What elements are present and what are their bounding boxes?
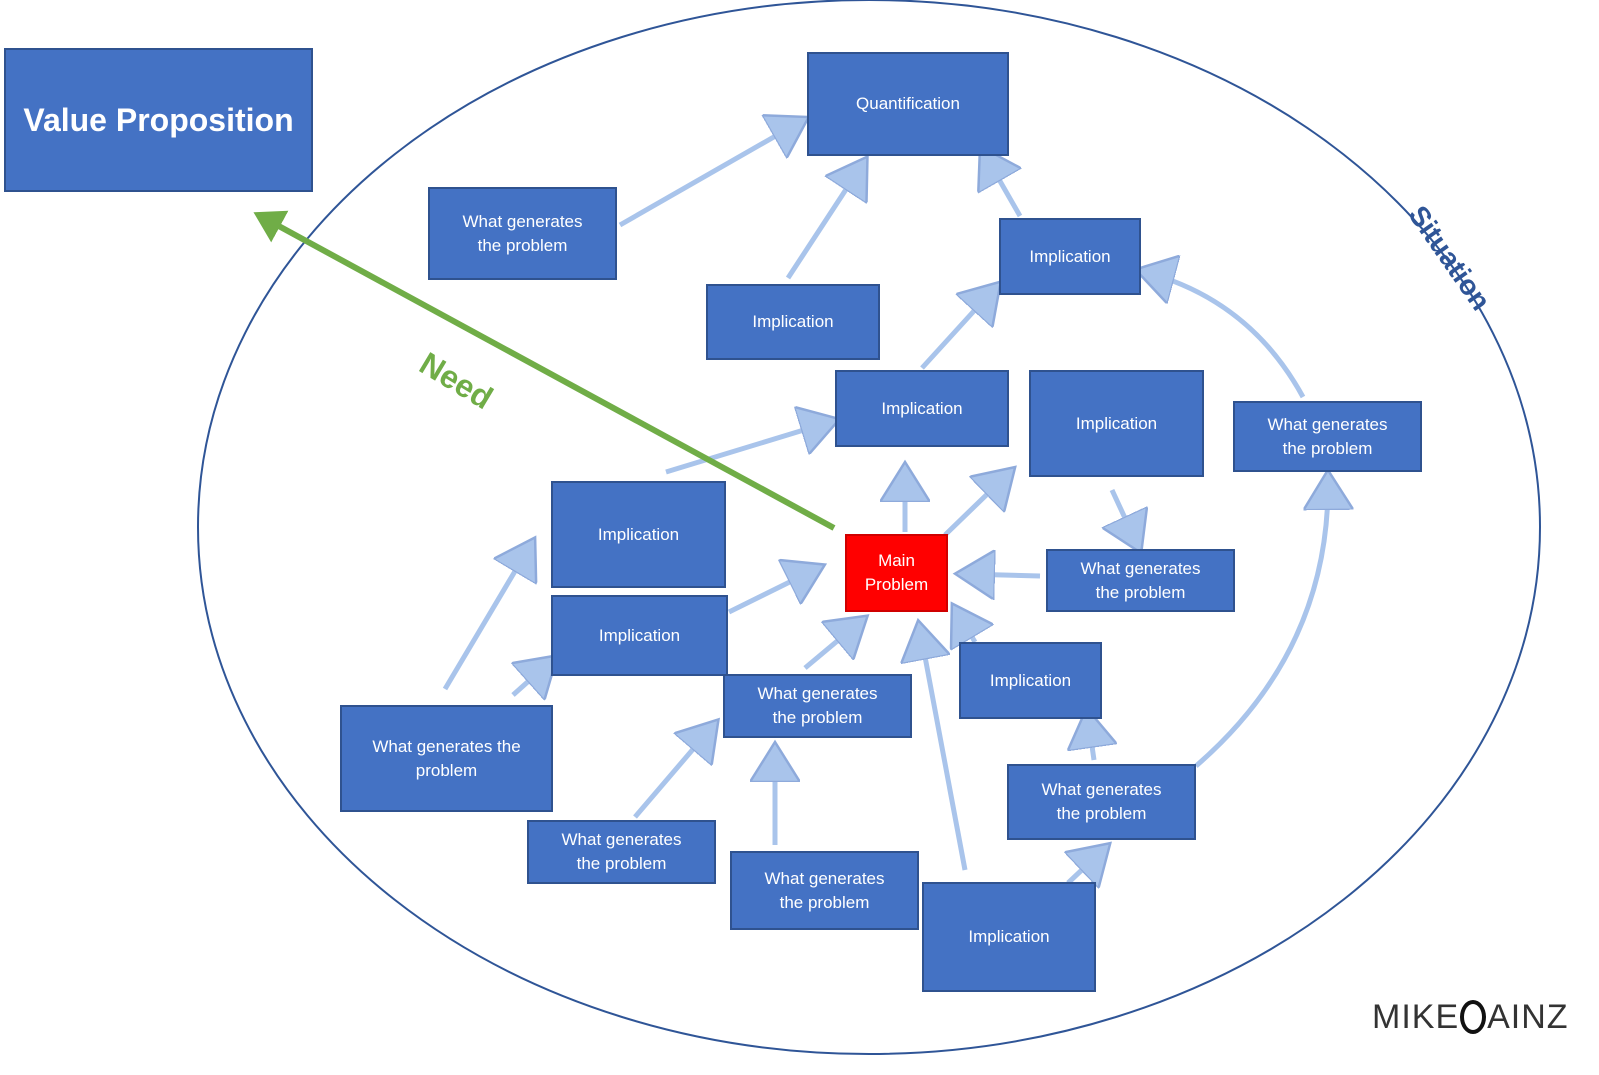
quantification-box: Quantification [807, 52, 1009, 156]
arrow [957, 612, 975, 642]
what-generates-box: What generates the problem [730, 851, 919, 930]
brand-mark-icon [1460, 1000, 1487, 1034]
arrows [442, 122, 1328, 883]
arrow [727, 569, 816, 615]
what-generates-box: What generates the problem [1007, 764, 1196, 840]
arrow [1068, 850, 1103, 883]
arrow [1088, 718, 1094, 761]
arrow [1112, 488, 1137, 544]
implication-box: Implication [1029, 370, 1204, 477]
arrow [985, 155, 1023, 218]
arrow [442, 546, 530, 691]
arrow [920, 289, 994, 370]
what-generates-box: What generates the problem [340, 705, 553, 812]
brand-logo: MIKE AINZ [1372, 998, 1569, 1037]
arrow [1145, 272, 1306, 399]
what-generates-box: What generates the problem [723, 674, 912, 738]
arrow [513, 662, 550, 695]
need-arrow [253, 210, 836, 531]
situation-ellipse [197, 0, 1541, 1055]
implication-box: Implication [706, 284, 880, 360]
what-generates-box: What generates the problem [527, 820, 716, 884]
what-generates-box: What generates the problem [1046, 549, 1235, 612]
implication-box: Implication [999, 218, 1141, 295]
arrow [785, 165, 862, 280]
arrow [633, 727, 712, 819]
brand-left: MIKE [1372, 998, 1460, 1036]
arrow [803, 622, 860, 670]
arrow [1194, 480, 1328, 768]
arrow [665, 422, 830, 475]
value-proposition-box: Value Proposition [4, 48, 313, 192]
implication-box: Implication [551, 481, 726, 588]
what-generates-box: What generates the problem [428, 187, 617, 280]
implication-box: Implication [959, 642, 1102, 719]
main-problem-box: Main Problem [845, 534, 948, 612]
implication-box: Implication [551, 595, 728, 676]
brand-right: AINZ [1487, 998, 1569, 1036]
arrow [618, 122, 800, 228]
arrow [943, 474, 1008, 537]
implication-box: Implication [922, 882, 1096, 992]
arrow [965, 574, 1041, 576]
arrow [920, 630, 968, 871]
implication-box: Implication [835, 370, 1009, 447]
what-generates-box: What generates the problem [1233, 401, 1422, 472]
